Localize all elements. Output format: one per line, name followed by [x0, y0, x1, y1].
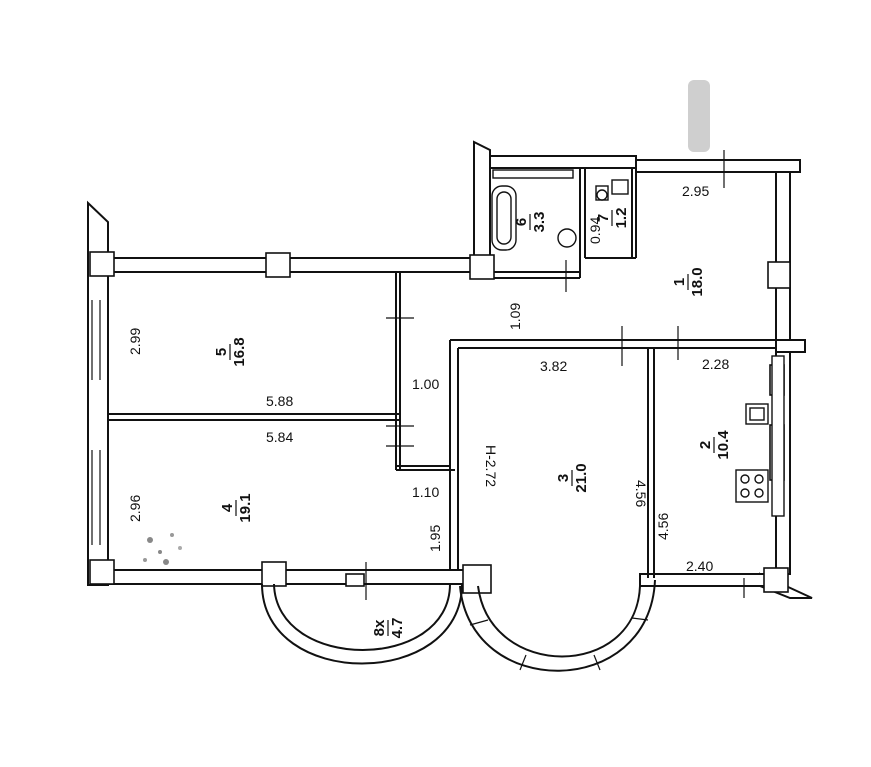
svg-text:3.3: 3.3 — [531, 212, 548, 233]
dim-2-95: 2.95 — [682, 183, 709, 199]
room-1-label: 1 18.0 — [671, 267, 706, 296]
door-marks — [365, 150, 745, 600]
svg-text:4: 4 — [219, 503, 236, 512]
svg-text:19.1: 19.1 — [237, 493, 254, 522]
dim-0-94: 0.94 — [587, 217, 603, 244]
svg-text:4.7: 4.7 — [389, 618, 406, 639]
outer-walls — [87, 140, 813, 599]
bathroom-sink — [557, 228, 577, 248]
dim-4-56-room3: 4.56 — [633, 480, 649, 507]
fixtures — [491, 169, 785, 517]
svg-text:5: 5 — [213, 348, 230, 356]
dim-5-84: 5.84 — [266, 429, 293, 445]
dim-4-56-room2: 4.56 — [655, 513, 671, 540]
dim-1-10: 1.10 — [412, 484, 439, 500]
scan-mark — [688, 80, 710, 152]
dim-1-00: 1.00 — [412, 376, 439, 392]
stove — [735, 469, 769, 503]
dim-2-40: 2.40 — [686, 558, 713, 574]
svg-text:10.4: 10.4 — [715, 430, 732, 460]
room-5-label: 5 16.8 — [213, 337, 248, 366]
room-3-label: 3 21.0 — [555, 463, 590, 492]
svg-text:3: 3 — [555, 474, 572, 482]
svg-text:8x: 8x — [371, 619, 388, 636]
scan-smudge — [143, 533, 182, 565]
svg-text:6: 6 — [513, 218, 530, 226]
svg-text:21.0: 21.0 — [573, 463, 590, 492]
room-6-label: 6 3.3 — [513, 212, 548, 233]
balcony — [261, 583, 463, 665]
dim-2-99: 2.99 — [127, 328, 143, 355]
dim-3-82: 3.82 — [540, 358, 567, 374]
room-8-label: 8x 4.7 — [371, 618, 406, 639]
dim-5-88: 5.88 — [266, 393, 293, 409]
dim-1-95: 1.95 — [427, 525, 443, 552]
dim-1-09: 1.09 — [507, 303, 523, 330]
room-labels: 1 18.0 2 10.4 3 21.0 4 19.1 5 16.8 6 3.3 — [213, 208, 732, 639]
interior-walls — [108, 168, 776, 578]
ceiling-height: H-2.72 — [483, 445, 499, 487]
dimensions: 2.95 1.09 2.99 3.82 2.28 1.00 5.88 5.84 … — [127, 183, 729, 574]
svg-text:16.8: 16.8 — [231, 337, 248, 366]
dim-2-28: 2.28 — [702, 356, 729, 372]
svg-text:7: 7 — [595, 214, 612, 222]
dim-2-96: 2.96 — [127, 495, 143, 522]
svg-text:1.2: 1.2 — [613, 208, 630, 229]
svg-text:1: 1 — [671, 278, 688, 286]
svg-text:2: 2 — [697, 441, 714, 449]
room-4-label: 4 19.1 — [219, 493, 254, 522]
room-2-label: 2 10.4 — [697, 430, 732, 460]
room-7-label: 7 1.2 — [595, 208, 630, 229]
bay-window — [459, 579, 656, 672]
svg-text:18.0: 18.0 — [689, 267, 706, 296]
